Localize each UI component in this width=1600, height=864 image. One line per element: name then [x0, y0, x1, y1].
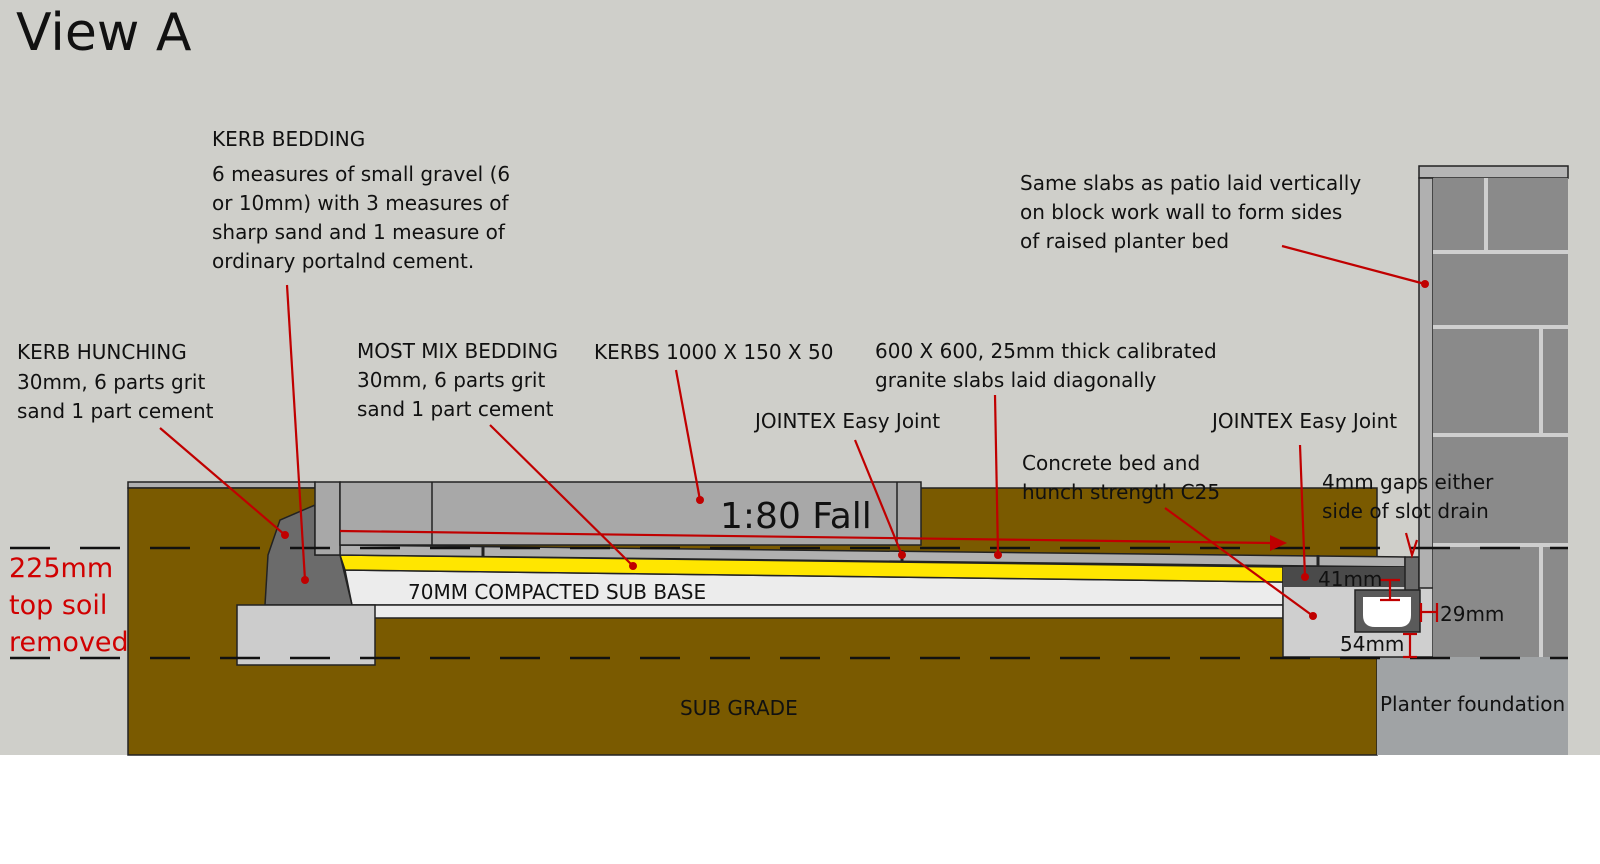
svg-text:sharp sand and 1 measure of: sharp sand and 1 measure of — [212, 220, 506, 244]
bottom-margin — [0, 755, 1600, 864]
kerb-bedding-description: 6 measures of small gravel (6 or 10mm) w… — [212, 162, 510, 273]
svg-text:side of slot drain: side of slot drain — [1322, 499, 1489, 523]
sub-grade-label: SUB GRADE — [680, 696, 798, 720]
drain-bedding — [1283, 567, 1433, 587]
svg-text:30mm, 6 parts grit: 30mm, 6 parts grit — [357, 368, 545, 392]
surface-strip — [127, 481, 316, 489]
most-mix-bedding-label: MOST MIX BEDDING 30mm, 6 parts grit sand… — [357, 339, 558, 421]
slot-drain-upstand — [1404, 556, 1420, 593]
sub-base-lower — [351, 604, 1284, 619]
svg-text:30mm, 6 parts grit: 30mm, 6 parts grit — [17, 370, 205, 394]
svg-text:KERB HUNCHING: KERB HUNCHING — [17, 340, 187, 364]
wall-mortar-joints — [1433, 178, 1568, 657]
planter-slabs-label: Same slabs as patio laid vertically on b… — [1020, 171, 1361, 253]
planter-side-slab — [1418, 177, 1434, 589]
jointex-label-1: JOINTEX Easy Joint — [753, 409, 940, 433]
planter-foundation — [1377, 657, 1568, 755]
svg-text:sand 1 part cement: sand 1 part cement — [357, 397, 554, 421]
leader-lines — [159, 244, 1439, 659]
svg-text:Same slabs as patio laid verti: Same slabs as patio laid vertically — [1020, 171, 1361, 195]
kerb-footing — [236, 604, 376, 666]
svg-text:top soil: top soil — [9, 590, 107, 621]
view-title: View A — [16, 3, 192, 63]
planter-capping — [1418, 165, 1569, 179]
drain-gaps-label: 4mm gaps either side of slot drain — [1322, 470, 1494, 523]
svg-text:225mm: 225mm — [9, 553, 113, 584]
svg-text:6 measures of small gravel (6: 6 measures of small gravel (6 — [212, 162, 510, 186]
jointex-label-2: JOINTEX Easy Joint — [1210, 409, 1397, 433]
drain-channel-cavity — [1363, 597, 1411, 627]
block-work-wall — [1433, 178, 1568, 657]
fall-label: 1:80 Fall — [720, 496, 872, 537]
sub-base-label: 70MM COMPACTED SUB BASE — [408, 580, 706, 604]
svg-text:Concrete bed and: Concrete bed and — [1022, 451, 1200, 475]
svg-text:granite slabs laid diagonally: granite slabs laid diagonally — [875, 368, 1157, 392]
svg-text:ordinary portalnd cement.: ordinary portalnd cement. — [212, 249, 474, 273]
svg-text:sand 1 part cement: sand 1 part cement — [17, 399, 214, 423]
svg-text:MOST MIX BEDDING: MOST MIX BEDDING — [357, 339, 558, 363]
dimension-29mm: 29mm — [1440, 602, 1504, 626]
svg-text:on block work wall to form sid: on block work wall to form sides — [1020, 200, 1342, 224]
svg-text:4mm gaps either: 4mm gaps either — [1322, 470, 1494, 494]
fall-arrow-head — [1270, 535, 1287, 551]
kerbs-label: KERBS 1000 X 150 X 50 — [594, 340, 833, 364]
kerb-hunching-label: KERB HUNCHING 30mm, 6 parts grit sand 1 … — [17, 340, 214, 423]
dimension-41mm: 41mm — [1318, 567, 1382, 591]
fall-arrow-line — [339, 529, 1273, 545]
svg-text:of raised planter bed: of raised planter bed — [1020, 229, 1229, 253]
topsoil-removed-label: 225mm top soil removed — [9, 553, 129, 658]
kerb-bedding-heading: KERB BEDDING — [212, 127, 365, 151]
svg-text:600 X 600, 25mm thick calibrat: 600 X 600, 25mm thick calibrated — [875, 339, 1217, 363]
svg-text:hunch strength C25: hunch strength C25 — [1022, 480, 1220, 504]
kerb-vertical — [314, 481, 341, 556]
dimension-54mm: 54mm — [1340, 632, 1404, 656]
concrete-bed-label: Concrete bed and hunch strength C25 — [1022, 451, 1220, 504]
granite-slabs-label: 600 X 600, 25mm thick calibrated granite… — [875, 339, 1217, 392]
svg-text:or 10mm) with 3 measures of: or 10mm) with 3 measures of — [212, 191, 510, 215]
planter-foundation-label: Planter foundation — [1380, 692, 1565, 716]
svg-text:removed: removed — [9, 627, 129, 658]
